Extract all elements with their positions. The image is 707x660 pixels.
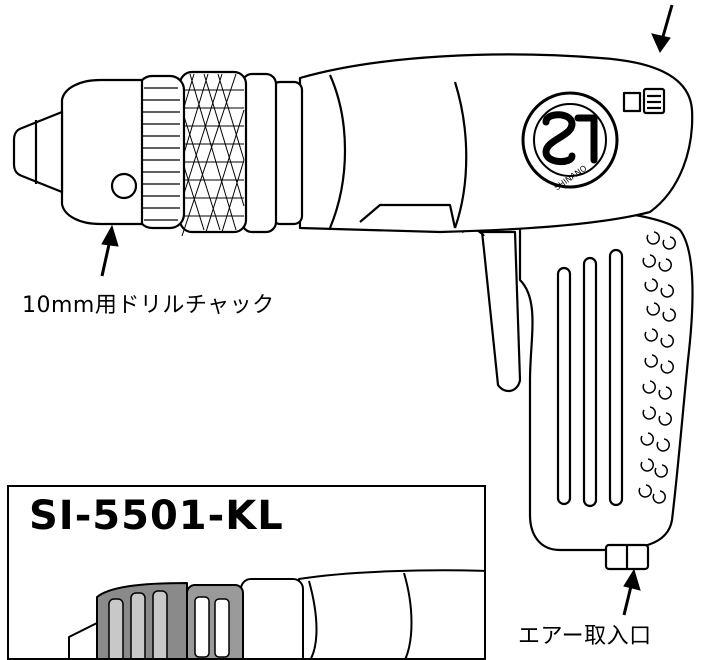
- arrow-pointer-icon: [100, 224, 119, 277]
- drill-body: [298, 53, 694, 234]
- shinano-logo-icon: [521, 91, 619, 189]
- chuck-key-hole: [110, 172, 138, 200]
- chuck-body: [60, 78, 144, 226]
- air-inlet-callout-label: エアー取入口: [518, 624, 652, 649]
- drill-grip: [518, 207, 694, 552]
- chuck-callout-label: 10mm用ドリルチャック: [22, 293, 275, 318]
- model-inset-box: SI-5501-KL: [7, 485, 486, 660]
- model-name: SI-5501-KL: [29, 493, 284, 539]
- inset-chuck-illustration: [68, 569, 484, 658]
- trigger: [480, 230, 522, 393]
- grip-dimples: [638, 231, 676, 504]
- arrow-pointer-icon: [622, 568, 641, 616]
- arrow-pointer-icon: [651, 4, 674, 54]
- chuck-nose: [12, 110, 64, 194]
